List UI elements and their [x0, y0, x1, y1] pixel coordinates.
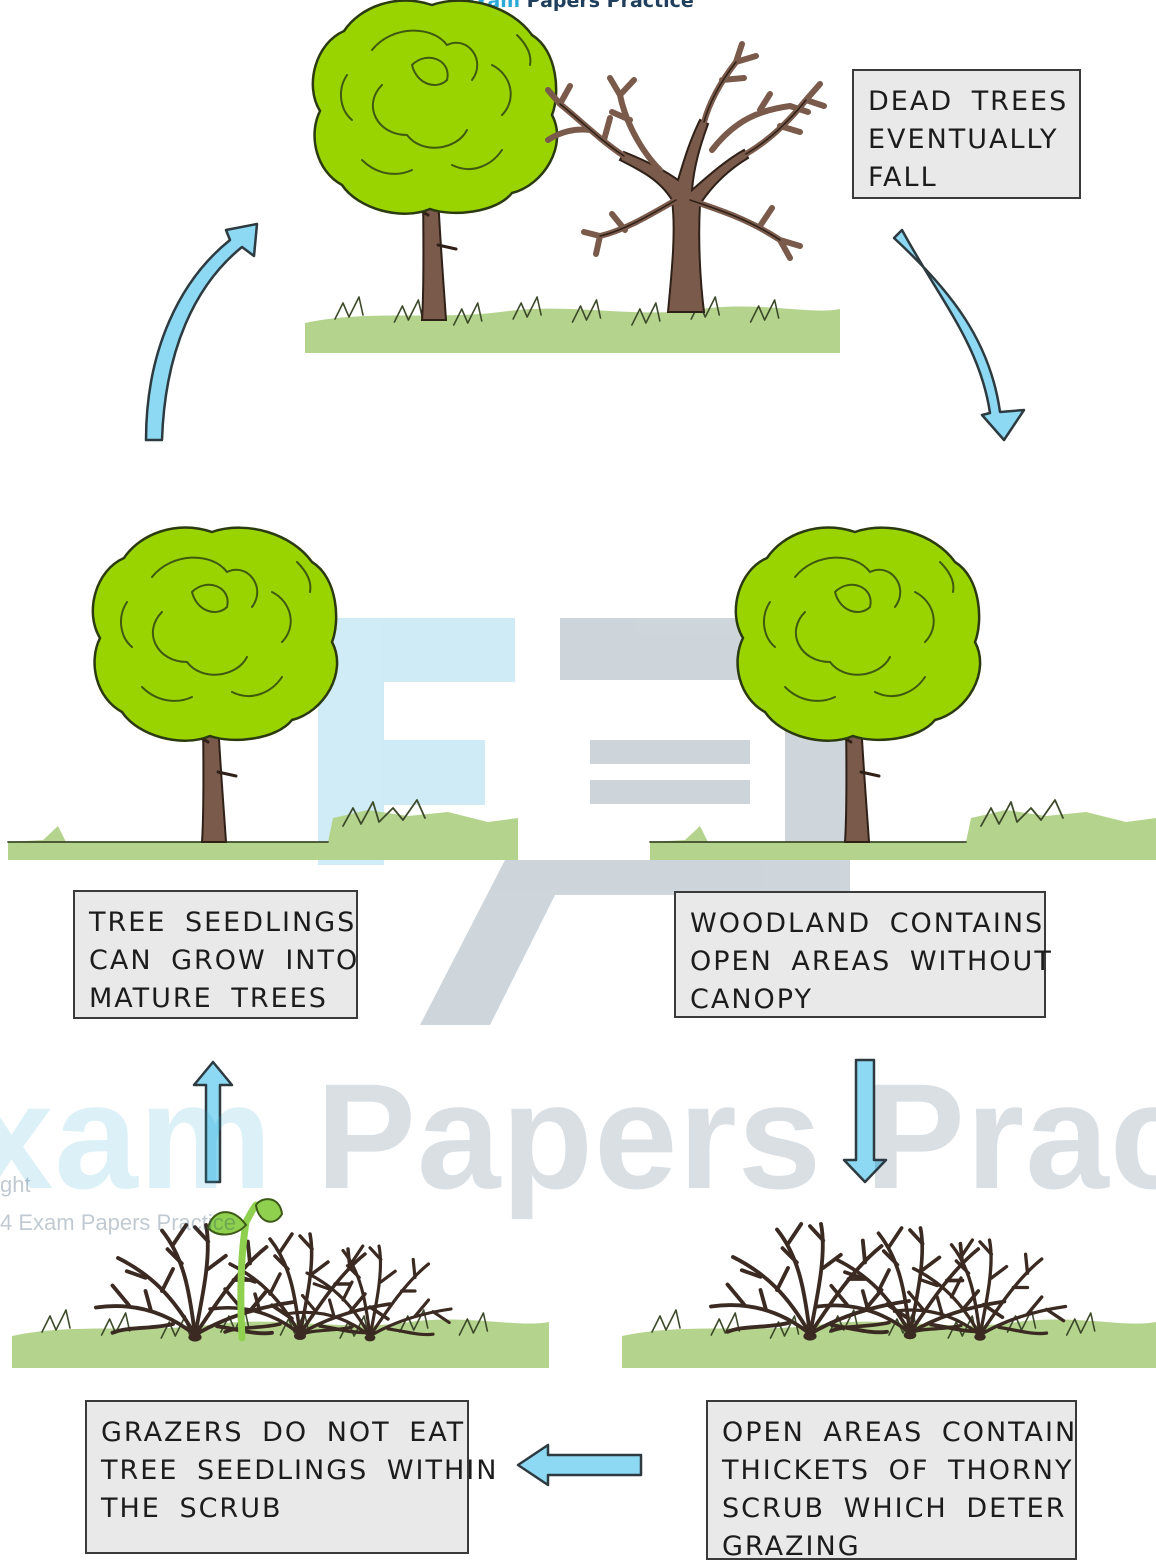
- ground-middle-right-edge: [649, 799, 1064, 843]
- label-line: MATURE TREES: [89, 983, 328, 1014]
- arrow-thickets-to-grazers: [516, 1443, 643, 1487]
- watermark-logo-bar: [590, 780, 750, 804]
- tree-middle-left-canopy: [91, 526, 339, 742]
- ground-top: [305, 296, 840, 353]
- label-line: CANOPY: [690, 984, 813, 1015]
- watermark-logo: [318, 618, 850, 1025]
- arrow-dead-to-woodland: [892, 228, 1026, 442]
- header-rest: Papers Practice: [520, 0, 694, 12]
- label-line: FALL: [868, 162, 938, 193]
- tree-top-living-canopy: [311, 0, 559, 215]
- tree-middle-right-canopy: [734, 526, 982, 742]
- label-line: OPEN AREAS WITHOUT: [690, 946, 1053, 977]
- label-line: TREE SEEDLINGS: [89, 907, 357, 938]
- label-line: WOODLAND CONTAINS: [690, 908, 1045, 939]
- ground-middle-left-fill: [8, 810, 518, 860]
- label-line: OPEN AREAS CONTAIN: [722, 1417, 1078, 1448]
- ground-bottom-left: [12, 1309, 549, 1368]
- seedling-leaf-right: [254, 1198, 284, 1223]
- tree-top-dead: [545, 41, 827, 313]
- label-line: THICKETS OF THORNY: [722, 1455, 1074, 1486]
- tree-top-dead-trunk: [618, 118, 750, 313]
- seedling: [206, 1198, 284, 1342]
- watermark-logo-left: [318, 618, 515, 865]
- ground-middle-left-edge: [7, 799, 426, 843]
- label-line: SCRUB WHICH DETER: [722, 1493, 1067, 1524]
- label-line: DEAD TREES: [868, 86, 1069, 117]
- ground-middle-right-fill: [650, 810, 1156, 860]
- tree-top-living: [311, 0, 559, 321]
- watermark-rest: Papers Practic: [315, 1052, 1156, 1220]
- label-woodland-open-areas: WOODLAND CONTAINS OPEN AREAS WITHOUT CAN…: [674, 891, 1053, 1018]
- watermark-large-text: xam Papers Practic: [0, 1050, 1156, 1223]
- label-tree-seedlings: TREE SEEDLINGS CAN GROW INTO MATURE TREE…: [73, 890, 358, 1019]
- tree-top-dead-outline: [559, 61, 807, 241]
- watermark-logo-bar: [590, 740, 750, 764]
- tree-middle-right: [734, 526, 982, 843]
- ground-middle-left: [7, 799, 518, 860]
- watermark-logo-right: [420, 618, 850, 1025]
- watermark-small-line1: ght: [0, 1172, 31, 1197]
- ground-bottom-left-fill: [12, 1319, 549, 1368]
- watermark-small-line2: 4 Exam Papers Practice: [0, 1210, 236, 1235]
- watermark-accent: xam: [0, 1052, 274, 1220]
- tree-middle-left: [91, 526, 339, 843]
- label-line: GRAZING: [722, 1531, 861, 1562]
- label-dead-trees: DEAD TREES EVENTUALLY FALL: [852, 69, 1081, 199]
- label-line: GRAZERS DO NOT EAT: [101, 1417, 466, 1448]
- ground-top-fill: [305, 306, 840, 353]
- label-line: EVENTUALLY: [868, 124, 1059, 155]
- label-line: TREE SEEDLINGS WITHIN: [101, 1455, 499, 1486]
- arrow-grazers-to-seedlings: [192, 1060, 234, 1184]
- ground-bottom-right-fill: [622, 1319, 1156, 1368]
- seedling-leaf-left: [206, 1211, 248, 1236]
- arrow-woodland-to-thickets: [842, 1058, 888, 1184]
- label-thorny-thickets: OPEN AREAS CONTAIN THICKETS OF THORNY SC…: [706, 1400, 1078, 1562]
- label-grazers: GRAZERS DO NOT EAT TREE SEEDLINGS WITHIN…: [85, 1400, 499, 1554]
- seedling-stem: [237, 1201, 260, 1342]
- arrow-seedlings-to-mature: [144, 222, 259, 442]
- ground-top-tufts: [334, 296, 780, 326]
- ground-middle-right: [649, 799, 1156, 860]
- label-line: THE SCRUB: [101, 1493, 283, 1524]
- label-line: CAN GROW INTO: [89, 945, 360, 976]
